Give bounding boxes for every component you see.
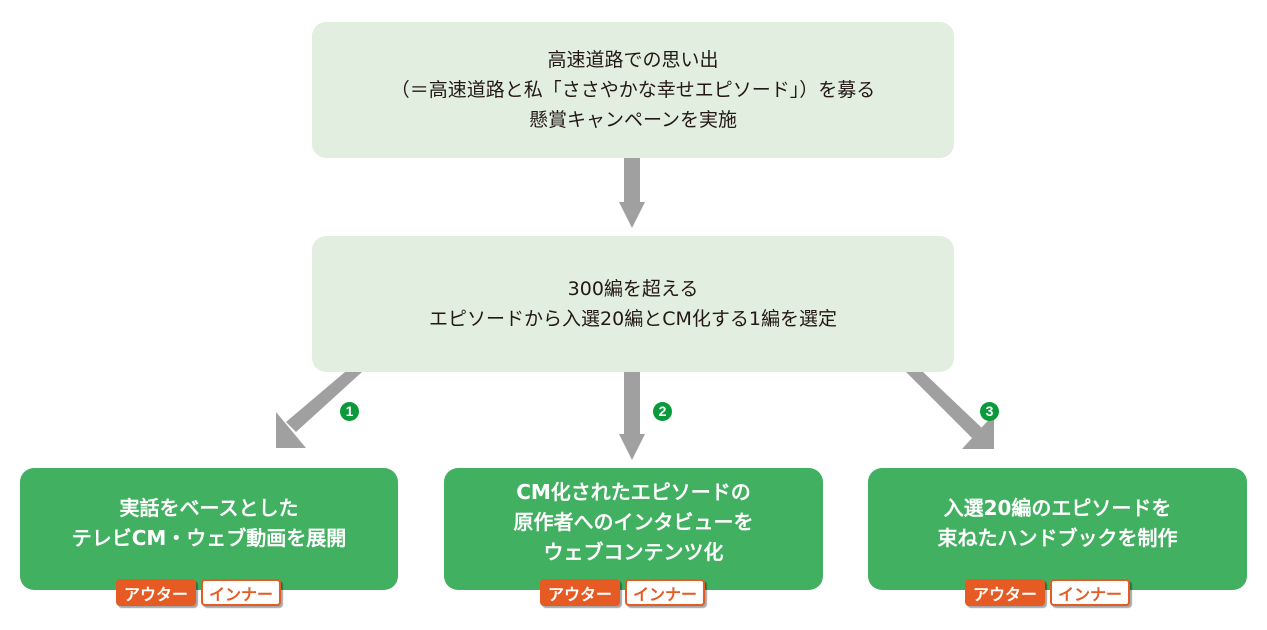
campaign-line-1: 高速道路での思い出 (547, 49, 719, 71)
inner-badge: インナー (1050, 579, 1131, 606)
outer-badge: アウター (540, 579, 621, 606)
outcome-2-line-2: 原作者へのインタビューを (513, 510, 754, 534)
outcome-3-badges: アウター インナー (965, 579, 1131, 606)
outcome-2-line-3: ウェブコンテンツ化 (543, 540, 724, 564)
inner-badge: インナー (201, 579, 282, 606)
outcome-2-badges: アウター インナー (540, 579, 706, 606)
outcome-box-handbook: 入選20編のエピソードを 束ねたハンドブックを制作 (868, 468, 1247, 590)
outcome-1-line-2: テレビCM・ウェブ動画を展開 (71, 526, 347, 550)
campaign-line-2: （＝高速道路と私「ささやかな幸せエピソード」）を募る (390, 79, 876, 101)
campaign-line-3: 懸賞キャンペーンを実施 (528, 109, 738, 131)
selection-line-2: エピソードから入選20編とCM化する1編を選定 (429, 308, 837, 330)
outer-badge: アウター (116, 579, 197, 606)
outcome-box-tv-cm: 実話をベースとした テレビCM・ウェブ動画を展開 (20, 468, 398, 590)
outer-badge: アウター (965, 579, 1046, 606)
outcome-1-line-1: 実話をベースとした (119, 496, 299, 520)
arrow-down-to-outcome-2 (619, 372, 645, 460)
step-number-2-icon: 2 (653, 402, 672, 421)
outcome-3-line-1: 入選20編のエピソードを (943, 496, 1172, 520)
inner-badge: インナー (625, 579, 706, 606)
outcome-1-badges: アウター インナー (116, 579, 282, 606)
outcome-box-interview: CM化されたエピソードの 原作者へのインタビューを ウェブコンテンツ化 (444, 468, 823, 590)
outcome-2-line-1: CM化されたエピソードの (516, 480, 751, 504)
step-number-1-icon: 1 (340, 402, 359, 421)
step-number-3-icon: 3 (980, 402, 999, 421)
selection-box: 300編を超える エピソードから入選20編とCM化する1編を選定 (312, 236, 954, 372)
selection-line-1: 300編を超える (567, 278, 699, 300)
campaign-box: 高速道路での思い出 （＝高速道路と私「ささやかな幸せエピソード」）を募る 懸賞キ… (312, 22, 954, 158)
outcome-3-line-2: 束ねたハンドブックを制作 (937, 526, 1178, 550)
arrow-down-top-to-middle (619, 158, 645, 228)
